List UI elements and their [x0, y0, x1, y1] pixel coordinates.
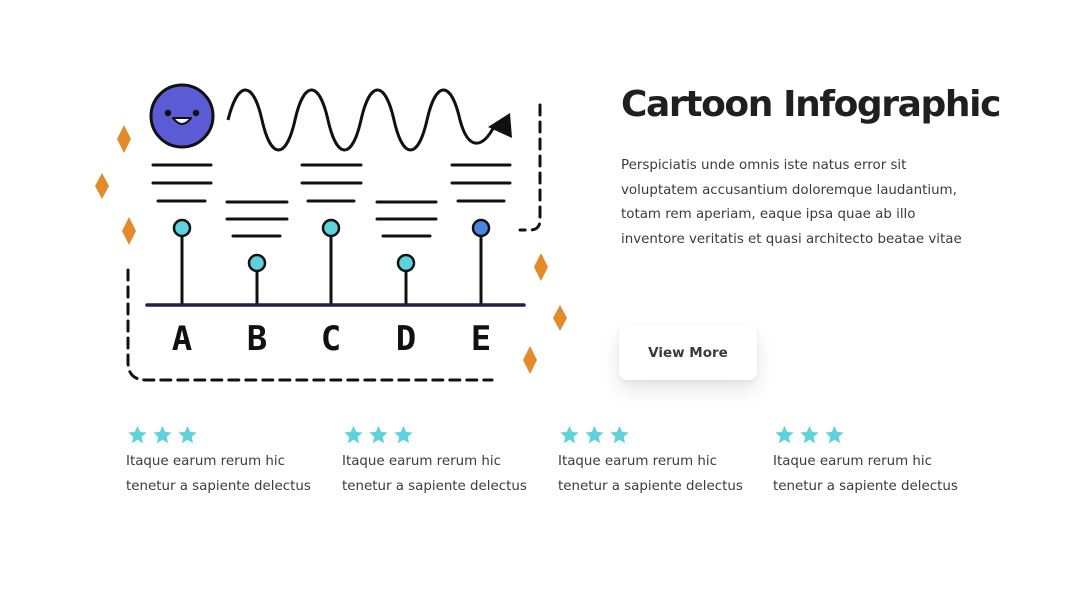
pin-e [471, 218, 491, 238]
feature-text: Itaque earum rerum hic tenetur a sapient… [126, 454, 311, 494]
arrow-head-icon [488, 113, 512, 138]
page-title: Cartoon Infographic [621, 84, 1001, 125]
star-icon [369, 425, 388, 444]
text-line-groups [151, 163, 512, 238]
feature-item: Itaque earum rerum hic tenetur a sapient… [773, 424, 963, 499]
star-rating [342, 424, 532, 446]
feature-text: Itaque earum rerum hic tenetur a sapient… [773, 454, 958, 494]
star-icon [775, 425, 794, 444]
star-rating [126, 424, 316, 446]
feature-text: Itaque earum rerum hic tenetur a sapient… [558, 454, 743, 494]
feature-item: Itaque earum rerum hic tenetur a sapient… [342, 424, 532, 499]
view-more-button[interactable]: View More [619, 325, 757, 380]
timeline-label-d: D [396, 319, 416, 359]
timeline-label-a: A [172, 319, 192, 359]
pin-c [321, 218, 341, 238]
star-icon [610, 425, 629, 444]
star-icon [825, 425, 844, 444]
timeline-label-c: C [321, 319, 341, 359]
star-icon [128, 425, 147, 444]
feature-item: Itaque earum rerum hic tenetur a sapient… [126, 424, 316, 499]
feature-row: Itaque earum rerum hic tenetur a sapient… [0, 424, 1080, 544]
star-icon [585, 425, 604, 444]
sparkle-diamond-icons [95, 125, 567, 374]
star-rating [773, 424, 963, 446]
pin-b [247, 253, 267, 273]
cartoon-timeline-illustration: A B C D E [95, 83, 567, 382]
smiley-face-icon [149, 83, 215, 149]
star-icon [344, 425, 363, 444]
hero-description: Perspiciatis unde omnis iste natus error… [621, 158, 962, 247]
star-icon [560, 425, 579, 444]
timeline-label-b: B [247, 319, 267, 359]
timeline-label-e: E [471, 319, 491, 359]
pin-a [172, 218, 192, 238]
feature-item: Itaque earum rerum hic tenetur a sapient… [558, 424, 748, 499]
dashed-frame [126, 103, 542, 382]
star-icon [394, 425, 413, 444]
star-rating [558, 424, 748, 446]
star-icon [153, 425, 172, 444]
star-icon [800, 425, 819, 444]
feature-text: Itaque earum rerum hic tenetur a sapient… [342, 454, 527, 494]
timeline-pins [172, 218, 491, 305]
wave-line [226, 88, 497, 152]
star-icon [178, 425, 197, 444]
pin-d [396, 253, 416, 273]
